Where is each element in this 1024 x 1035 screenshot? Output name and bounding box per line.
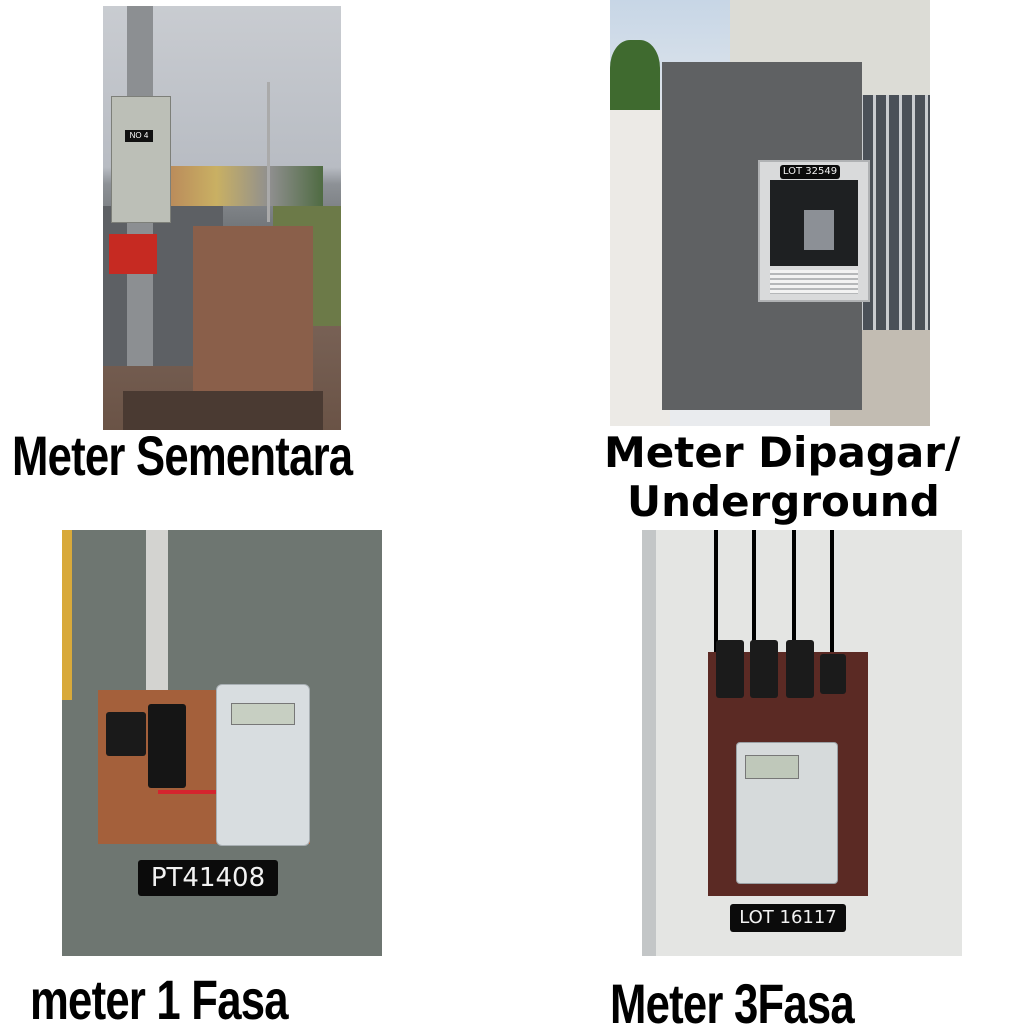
tree xyxy=(610,40,660,110)
meter-display xyxy=(231,703,295,725)
photo-meter-1-fasa: PT41408 xyxy=(62,530,382,956)
street-lamp xyxy=(267,82,270,222)
photo-meter-sementara: NO 4 xyxy=(103,6,341,430)
cable xyxy=(792,530,796,660)
cutout-fuse-1 xyxy=(716,640,744,698)
street-buildings xyxy=(163,166,323,206)
box-label: NO 4 xyxy=(125,130,153,142)
wall-shadow xyxy=(642,530,656,956)
white-wall xyxy=(610,110,670,426)
caption-meter-3-fasa: Meter 3Fasa xyxy=(610,972,855,1035)
caption-meter-1-fasa: meter 1 Fasa xyxy=(30,968,289,1031)
cutout-fuse-3 xyxy=(786,640,814,698)
caption-meter-dipagar-line2: Underground xyxy=(627,477,940,526)
electric-meter xyxy=(804,210,834,250)
single-phase-meter xyxy=(216,684,310,846)
red-wire xyxy=(158,790,238,794)
vent-louvres xyxy=(770,270,858,294)
cable-conduit xyxy=(146,530,168,690)
drain-grate xyxy=(123,391,323,430)
lot-plate: LOT 16117 xyxy=(730,904,846,932)
cutout-fuse-1 xyxy=(106,712,146,756)
cable xyxy=(830,530,834,660)
cable xyxy=(752,530,756,660)
meter-display xyxy=(745,755,799,779)
photo-meter-3-fasa: LOT 16117 xyxy=(642,530,962,956)
fence-pillar: LOT 32549 xyxy=(662,62,870,410)
lot-plate: PT41408 xyxy=(138,860,278,896)
lot-plate: LOT 32549 xyxy=(780,165,840,179)
three-phase-meter xyxy=(736,742,838,884)
caption-meter-dipagar-line1: Meter Dipagar/ xyxy=(604,428,961,477)
photo-meter-dipagar: LOT 32549 xyxy=(610,0,930,426)
cutout-fuse-2 xyxy=(148,704,186,788)
caption-meter-sementara: Meter Sementara xyxy=(12,424,353,487)
brick-pavement xyxy=(193,226,313,396)
cable xyxy=(714,530,718,660)
meter-window xyxy=(770,180,858,266)
neutral-link xyxy=(820,654,846,694)
meter-window-frame: LOT 32549 xyxy=(758,160,870,302)
temporary-meter-box xyxy=(111,96,171,223)
cutout-fuse-2 xyxy=(750,640,778,698)
yellow-edge xyxy=(62,530,72,700)
red-junction-box xyxy=(109,234,157,274)
